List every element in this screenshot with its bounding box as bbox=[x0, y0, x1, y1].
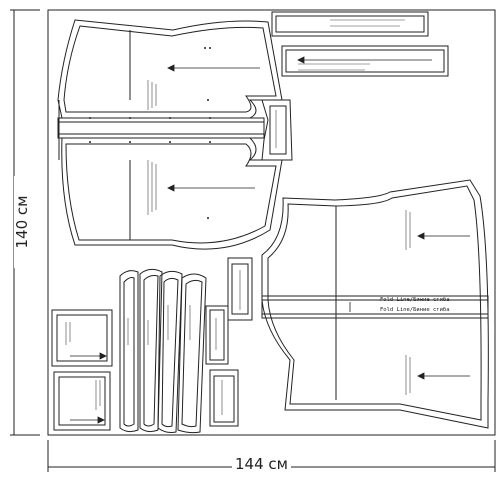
back-piece bbox=[57, 19, 283, 250]
facing-piece bbox=[261, 99, 293, 161]
strip-pieces bbox=[271, 11, 449, 77]
front-piece bbox=[261, 179, 489, 429]
collar-pieces bbox=[205, 257, 253, 427]
notch-marks bbox=[89, 47, 211, 219]
pocket-pieces bbox=[51, 309, 113, 431]
height-dimension-label: 140 см bbox=[13, 176, 31, 268]
grain-arrows bbox=[70, 56, 470, 424]
layout-frame bbox=[47, 9, 496, 436]
width-dimension-label: 144 см bbox=[232, 456, 291, 472]
fold-line-label-1: Fold Line/Биние сгиба bbox=[380, 296, 450, 303]
sleeve-pieces bbox=[119, 268, 207, 434]
piece-labels bbox=[65, 19, 411, 415]
fold-line-label-2: Fold Line/Биние сгиба bbox=[380, 306, 450, 313]
